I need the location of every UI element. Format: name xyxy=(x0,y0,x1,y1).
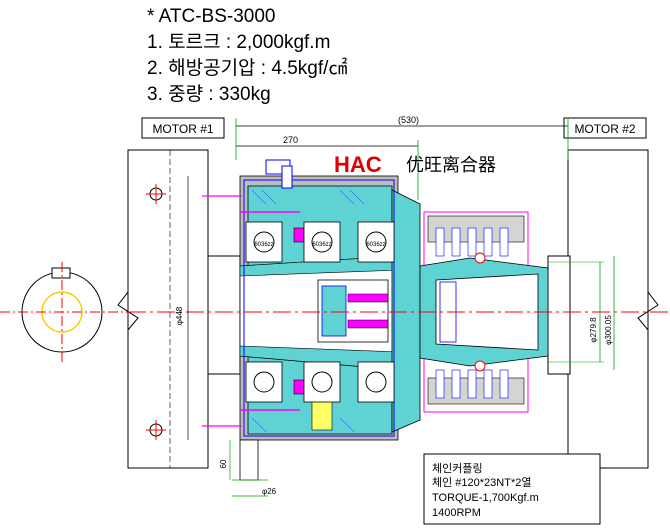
motor-left-box xyxy=(141,117,225,139)
bearing-label-3: 6036zz xyxy=(366,242,385,248)
note-line-4: 1400RPM xyxy=(432,507,481,519)
bearing-top-1: 6036zz xyxy=(245,221,283,263)
bearing-top-2: 6036zz xyxy=(303,221,341,263)
dim-2798: φ279.8 xyxy=(589,317,598,343)
spec-model: * ATC-BS-3000 xyxy=(147,6,276,27)
note-line-3: TORQUE-1,700Kgf.m xyxy=(432,492,539,504)
dim-448-line: φ448 xyxy=(175,176,189,440)
note-line-2: 체인 #120*23NT*2열 xyxy=(432,476,531,489)
dim-60: 60 xyxy=(219,459,228,468)
bearing-top-3: 6036zz xyxy=(357,221,395,263)
bearing-label-2: 6036zz xyxy=(312,242,331,248)
bottom-shaft: 60 φ26 xyxy=(219,439,277,497)
dim-total: (530) xyxy=(398,115,419,125)
logo-mark: HAC xyxy=(334,152,382,177)
motor-right-label: MOTOR #2 xyxy=(574,122,635,136)
note-line-1: 체인커플링 xyxy=(432,462,483,475)
dim-448: φ448 xyxy=(175,306,184,325)
motor-shaft-circle xyxy=(0,262,128,362)
spec-air-pressure: 2. 해방공기압 : 4.5kgf/㎠ xyxy=(147,58,348,79)
company-logo: HAC 优旺离合器 xyxy=(334,152,496,177)
motor-right xyxy=(547,149,659,469)
spec-block: * ATC-BS-3000 1. 토르크 : 2,000kgf.m 2. 해방공… xyxy=(147,4,347,108)
motor-right-box xyxy=(563,117,647,139)
motor-left-label: MOTOR #1 xyxy=(152,122,213,136)
spec-weight: 3. 중량 : 330kg xyxy=(147,84,271,105)
left-motor-bolts xyxy=(146,184,166,440)
top-dimensions: (530) 270 xyxy=(235,115,569,200)
right-dimensions: φ279.8 φ300.05 xyxy=(548,256,615,370)
motor-left xyxy=(117,149,241,469)
coupling-note: 체인커플링 체인 #120*23NT*2열 TORQUE-1,700Kgf.m … xyxy=(423,453,601,525)
air-fitting xyxy=(265,159,293,189)
bearing-label-1: 6036zz xyxy=(254,242,273,248)
dim-270: 270 xyxy=(283,135,298,145)
bearings: 6036zz 6036zz 6036zz xyxy=(245,221,395,403)
dim-26: φ26 xyxy=(262,487,277,496)
dim-30005: φ300.05 xyxy=(604,315,613,345)
spec-torque: 1. 토르크 : 2,000kgf.m xyxy=(147,32,331,53)
company-name: 优旺离合器 xyxy=(406,155,496,175)
